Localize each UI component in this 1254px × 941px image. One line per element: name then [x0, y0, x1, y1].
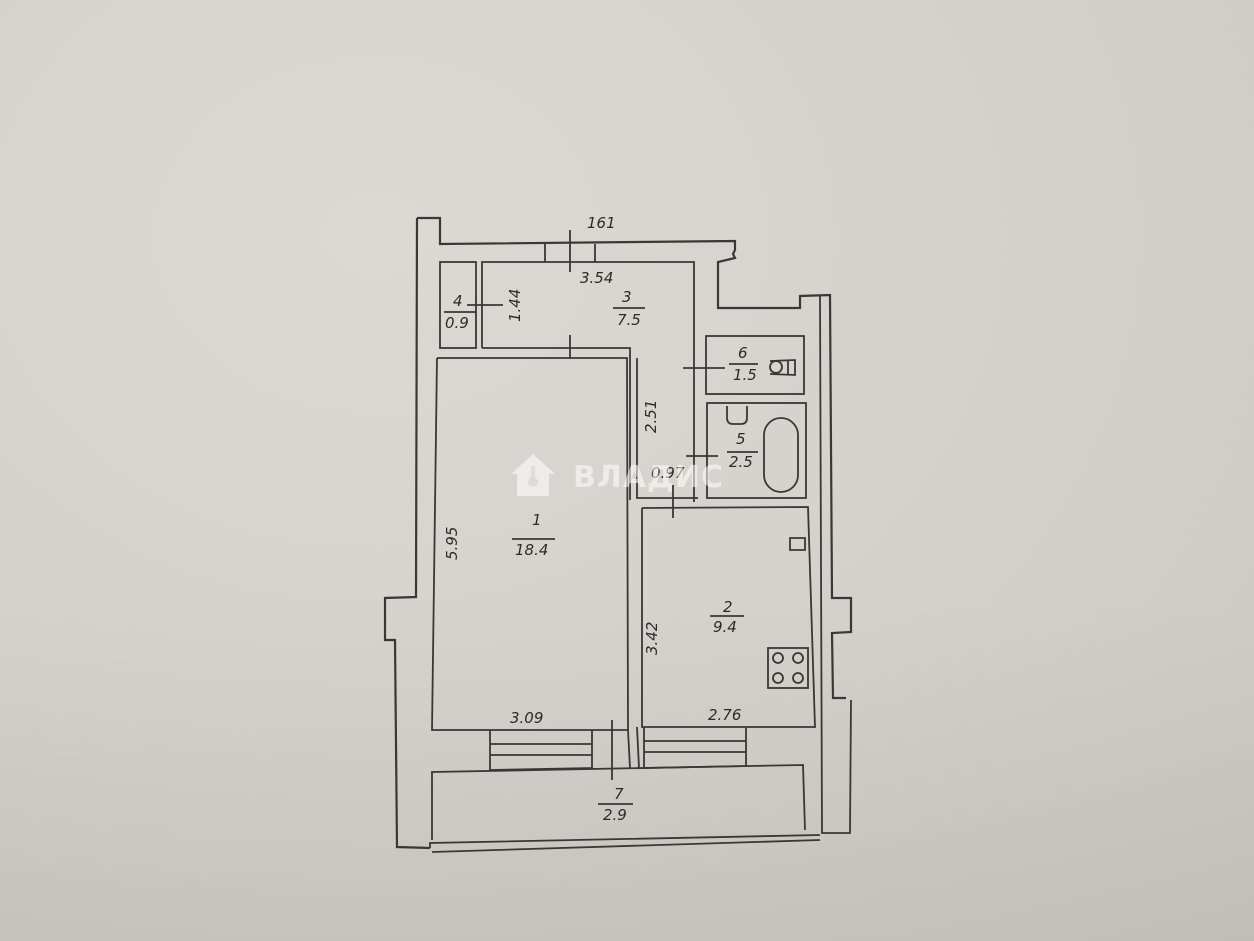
corridor-width-label: 0.97: [651, 464, 685, 482]
room-3-height-label: 1.44: [506, 289, 524, 322]
room-label-3: 3 7.5: [613, 288, 645, 329]
sink-icon: [726, 406, 748, 425]
room-1-height-label: 5.95: [443, 527, 461, 560]
room-2-outline: [641, 506, 816, 728]
room-5-number: 5: [736, 430, 746, 448]
room-5-area: 2.5: [729, 453, 753, 471]
room-label-6: 6 1.5: [729, 344, 758, 384]
outer-walls: [383, 216, 853, 853]
room-3-area: 7.5: [617, 311, 641, 329]
room-2-number: 2: [723, 598, 733, 616]
stove-icon: [767, 647, 809, 689]
room-6-outline: [705, 335, 805, 395]
room-label-1: 1 18.4: [512, 511, 555, 559]
room-7-area: 2.9: [603, 806, 627, 824]
room-1-area: 18.4: [515, 541, 548, 559]
room-4-area: 0.9: [445, 314, 469, 332]
room-2-height-label: 3.42: [643, 622, 661, 655]
room-label-4: 4 0.9: [444, 292, 476, 332]
room-3-number: 3: [622, 288, 632, 306]
room-7-number: 7: [614, 785, 624, 803]
corridor-height-label: 2.51: [642, 400, 660, 433]
room-6-area: 1.5: [733, 366, 757, 384]
window-openings: [489, 726, 747, 771]
room-label-7: 7 2.9: [598, 785, 633, 824]
room-1-width-label: 3.09: [510, 709, 543, 727]
room-3-width-label: 3.54: [580, 269, 613, 287]
room-1-number: 1: [532, 511, 542, 529]
room-6-number: 6: [738, 344, 748, 362]
toilet-icon: [769, 360, 783, 374]
room-4-number: 4: [453, 292, 463, 310]
room-2-area: 9.4: [713, 618, 737, 636]
bathtub-icon: [763, 417, 799, 493]
room-2-width-label: 2.76: [708, 706, 741, 724]
kitchen-sink-icon: [789, 537, 806, 551]
room-5-outline: [706, 402, 807, 499]
watermark-text: ВЛАДИС: [573, 460, 724, 495]
room-label-5: 5 2.5: [727, 430, 758, 471]
room-7-outline: [431, 764, 806, 840]
watermark: ВЛАДИС: [511, 454, 724, 496]
overall-dimension-label: 161: [587, 214, 616, 232]
dimension-ticks: [467, 230, 725, 780]
room-label-2: 2 9.4: [710, 598, 744, 636]
